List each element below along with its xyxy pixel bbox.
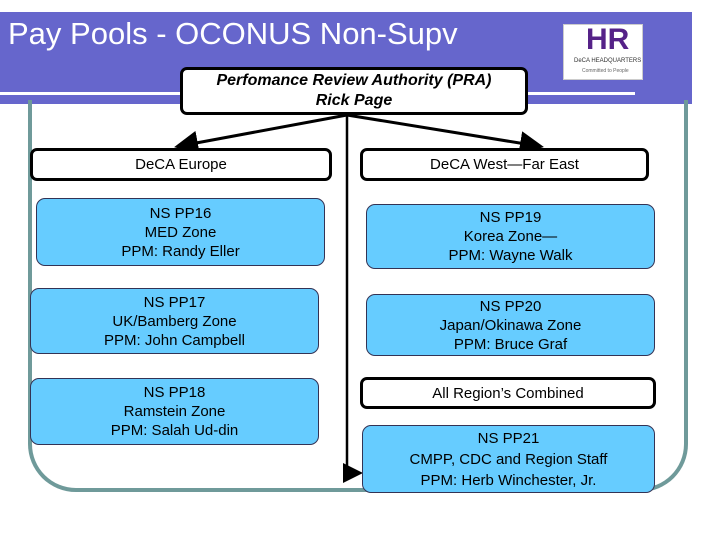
region-label: All Region’s Combined	[432, 384, 584, 402]
logo-tagline: Committed to People	[582, 68, 629, 74]
pool-id: NS PP16	[149, 204, 212, 222]
pool-ppm: PPM: John Campbell	[104, 331, 245, 349]
pool-ppm: PPM: Randy Eller	[121, 242, 240, 260]
pool-zone: Korea Zone—	[463, 228, 558, 245]
pra-box: Perfomance Review Authority (PRA) Rick P…	[180, 67, 528, 115]
region-label: DeCA West—Far East	[430, 156, 579, 173]
pool-id: NS PP20	[479, 297, 542, 315]
slide-title: Pay Pools - OCONUS Non-Supv	[8, 16, 458, 51]
pra-name: Rick Page	[315, 92, 393, 109]
pool-id: NS PP21	[477, 429, 540, 447]
arrow-to-west	[346, 113, 544, 155]
logo-sub: DeCA HEADQUARTERS	[574, 58, 642, 64]
pool-zone: CMPP, CDC and Region Staff	[409, 450, 608, 468]
pool-ppm: PPM: Herb Winchester, Jr.	[420, 471, 597, 489]
arrow-to-europe	[174, 113, 348, 155]
pool-zone: UK/Bamberg Zone	[112, 312, 237, 330]
region-europe: DeCA Europe	[30, 148, 332, 181]
pool-zone: Japan/Okinawa Zone	[439, 316, 582, 334]
region-label: DeCA Europe	[135, 156, 227, 173]
region-west: DeCA West—Far East	[360, 148, 649, 181]
pool-ppm: PPM: Wayne Walk	[448, 247, 573, 264]
pool-ppm: PPM: Salah Ud-din	[110, 422, 239, 439]
pool-zone: MED Zone	[144, 223, 217, 241]
hr-logo: HR DeCA HEADQUARTERS Committed to People	[563, 24, 643, 80]
logo-text: HR	[586, 24, 630, 56]
pool-id: NS PP18	[143, 384, 206, 401]
pra-title: Perfomance Review Authority (PRA)	[216, 72, 492, 89]
region-combined: All Region’s Combined	[360, 377, 656, 409]
pool-id: NS PP17	[143, 293, 206, 311]
pool-ppm: PPM: Bruce Graf	[453, 335, 568, 353]
arrow-to-combined	[343, 114, 363, 483]
pool-zone: Ramstein Zone	[123, 403, 226, 420]
pool-id: NS PP19	[479, 209, 542, 226]
